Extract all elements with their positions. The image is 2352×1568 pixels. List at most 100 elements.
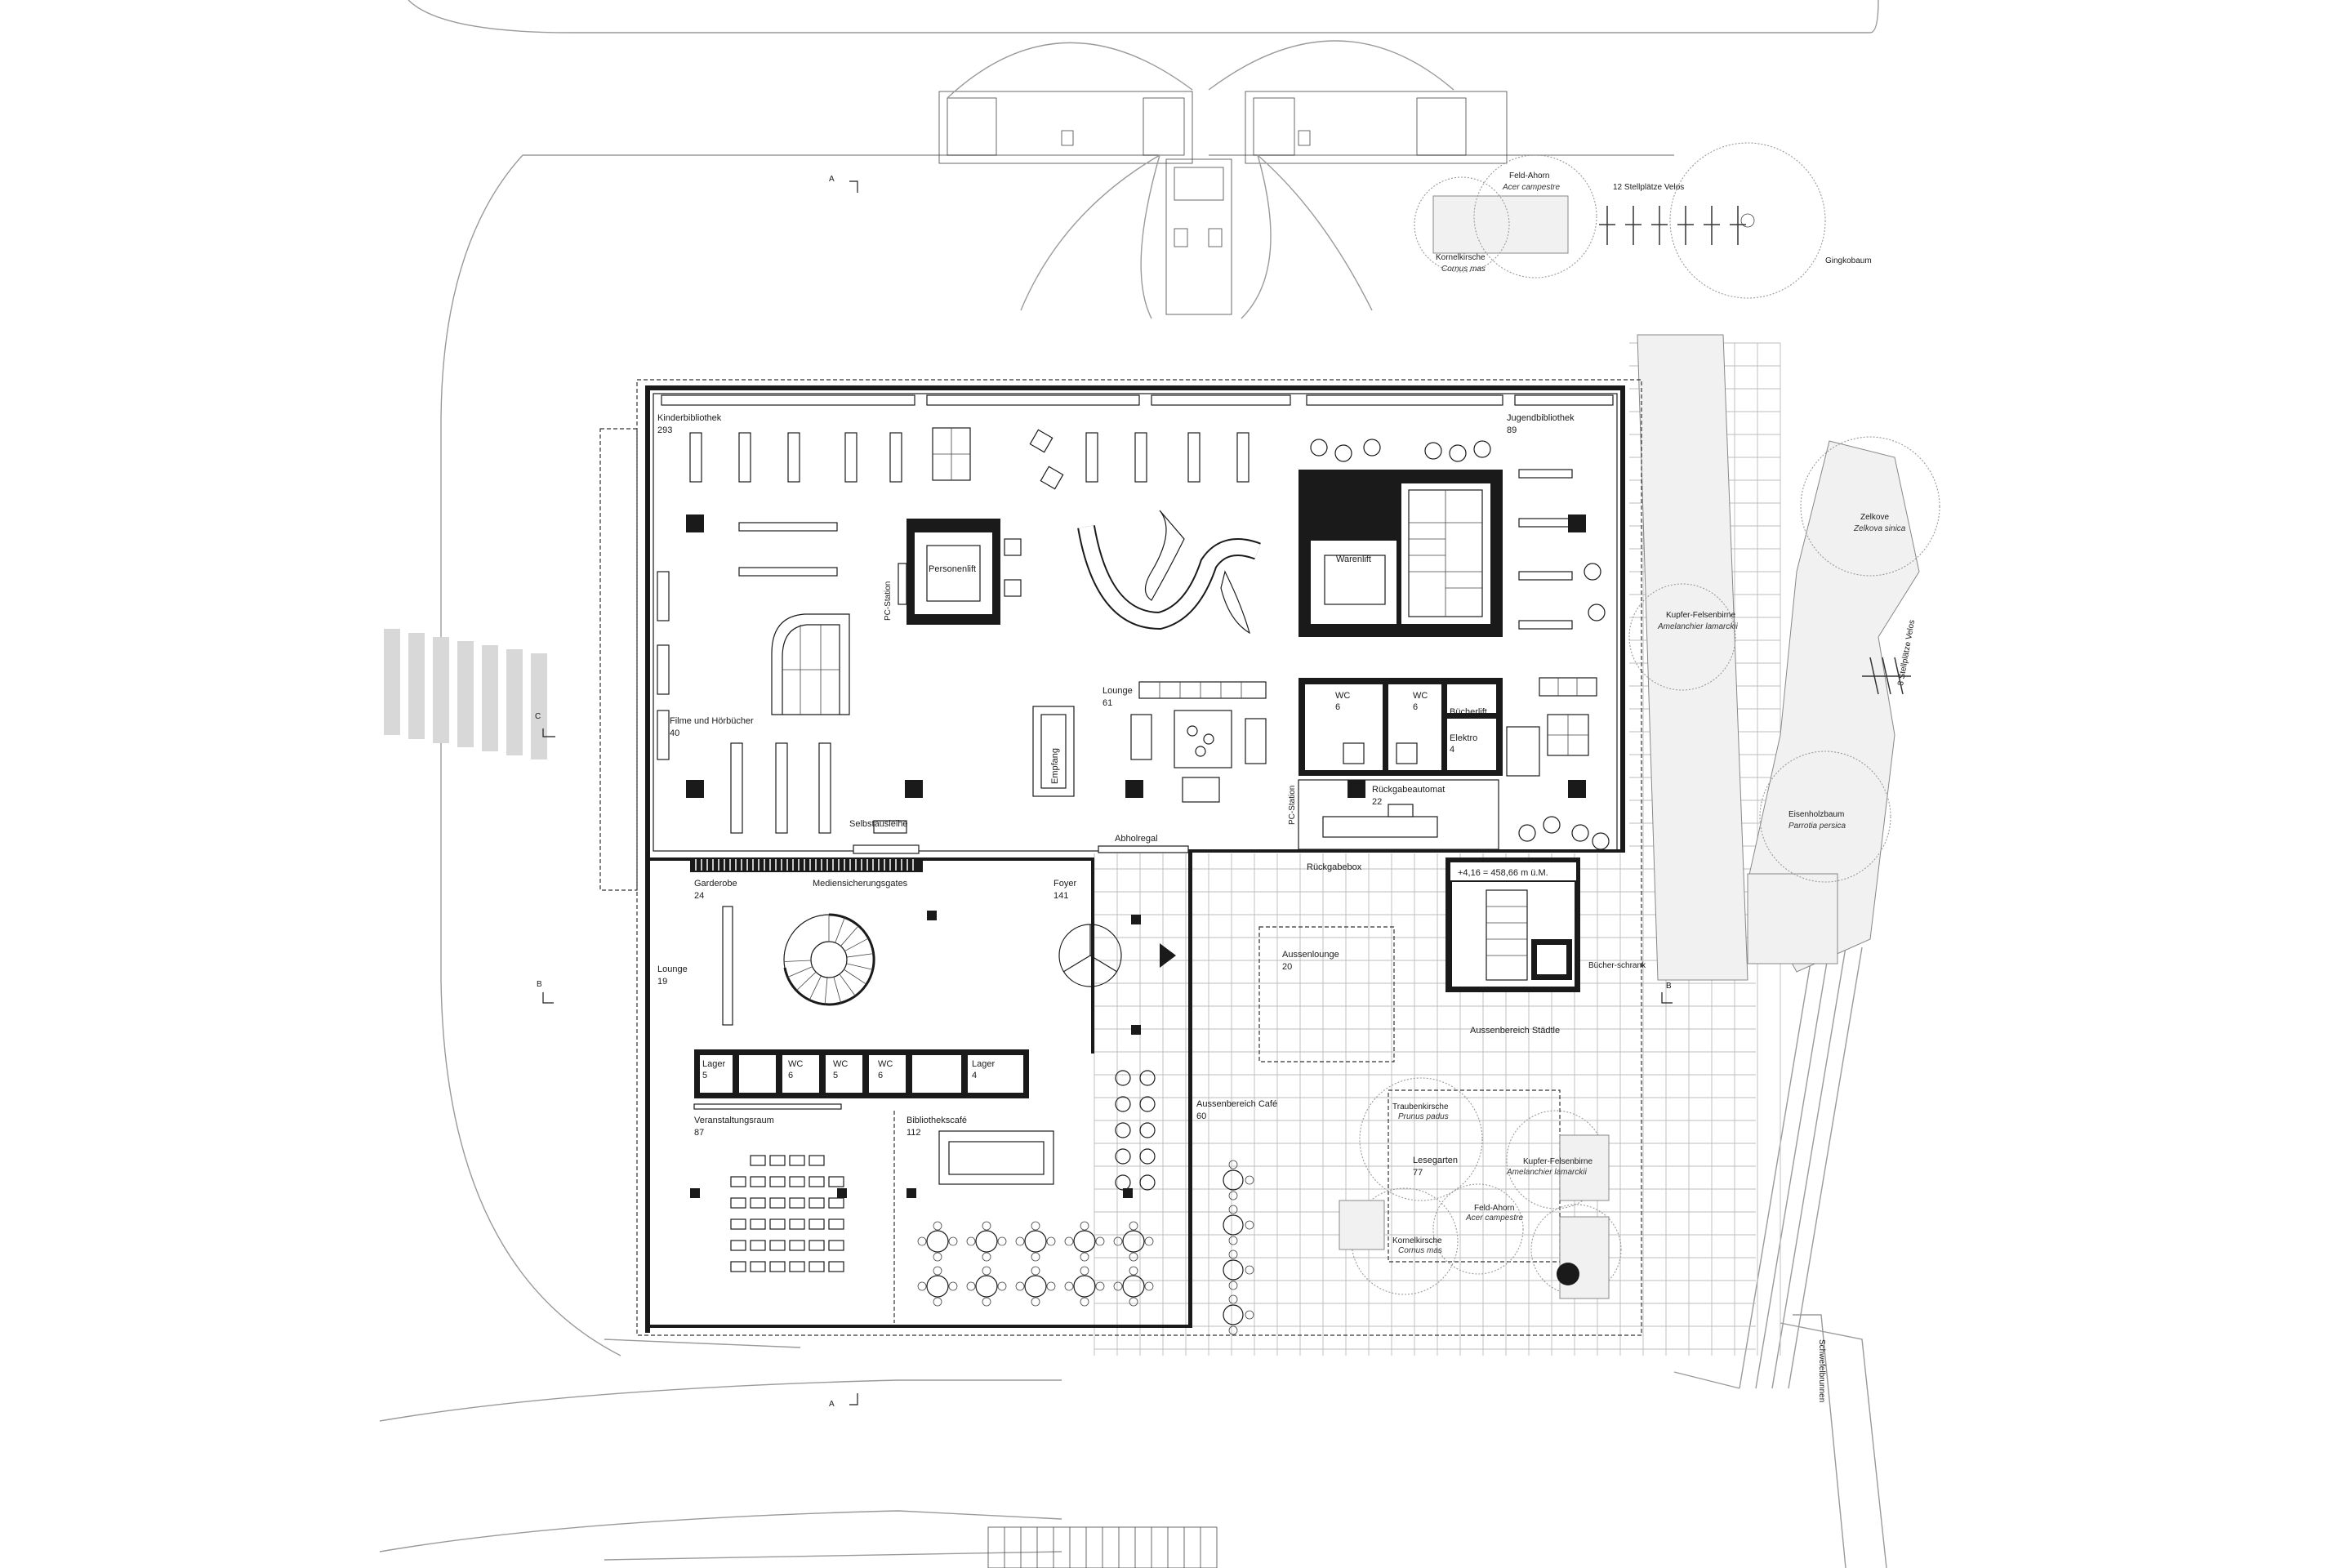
room-label: Warenlift — [1336, 555, 1371, 564]
room-label: Aussenlounge — [1282, 950, 1339, 960]
tree-latin: Parrotia persica — [1788, 822, 1846, 831]
bottom-stairs — [987, 1526, 1218, 1568]
columns — [686, 514, 1586, 798]
room-label: WC — [833, 1059, 848, 1069]
tree-label: Kupfer-Felsenbirne — [1523, 1157, 1592, 1166]
bike-racks-top — [1599, 206, 1746, 245]
revolving-door — [1058, 924, 1122, 987]
room-number: 293 — [657, 425, 672, 435]
room-label: Elektro — [1450, 733, 1477, 743]
lesegarten: Lesegarten 77 Traubenkirsche Prunus padu… — [1339, 1077, 1622, 1299]
room-number: 89 — [1507, 425, 1517, 435]
room-label: Kinderbibliothek — [657, 413, 722, 423]
room-number: 77 — [1413, 1168, 1423, 1178]
wc-block: WC 6 WC 6 Bücherlift Elektro 4 — [1298, 678, 1503, 776]
room-label: WC — [1335, 691, 1350, 701]
room-number: 6 — [788, 1071, 793, 1080]
room-label: Personenlift — [929, 564, 976, 574]
room-number: 61 — [1102, 698, 1112, 708]
bus-left — [938, 91, 1193, 164]
landscape-right: Zelkove Zelkova sinica Kupfer-Felsenbirn… — [1628, 334, 1940, 981]
landscape-top: Feld-Ahorn Acer campestre Kornelkirsche … — [1414, 142, 1872, 299]
paving-grid — [1094, 342, 1781, 1356]
personenlift-core: Personenlift — [906, 519, 1000, 625]
room-label: WC — [1413, 691, 1428, 701]
room-label: Foyer — [1054, 879, 1076, 889]
room-label: WC — [878, 1059, 893, 1069]
room-label: WC — [788, 1059, 803, 1069]
room-number: 6 — [1335, 702, 1340, 712]
room-number: 4 — [972, 1071, 977, 1080]
room-number: 19 — [657, 977, 667, 987]
room-label: Rückgabebox — [1307, 862, 1362, 872]
room-label: Lager — [972, 1059, 995, 1069]
warenlift-core: Warenlift — [1298, 470, 1503, 637]
room-number: 20 — [1282, 962, 1292, 972]
tree-latin: Zelkova sinica — [1853, 524, 1906, 533]
tree-label: Kornelkirsche — [1436, 253, 1486, 262]
tables-top — [873, 427, 1064, 834]
room-number: 87 — [694, 1128, 704, 1138]
tree-latin: Amelanchier lamarckii — [1657, 622, 1739, 631]
room-number: 22 — [1372, 797, 1382, 807]
room-number: 60 — [1196, 1111, 1206, 1121]
spiral-staircase — [783, 913, 875, 1006]
zebra-crossing — [384, 629, 547, 760]
room-number: 112 — [906, 1128, 921, 1138]
room-label: Jugendbibliothek — [1507, 413, 1575, 423]
tree-label: Zelkove — [1860, 513, 1889, 522]
section-mark-a: A — [829, 1400, 835, 1409]
room-label: Garderobe — [694, 879, 737, 889]
room-label: Lounge — [1102, 686, 1133, 696]
stair-kids — [771, 613, 850, 715]
bibliothekscafe: Bibliothekscafé 112 — [906, 1070, 1156, 1307]
room-label: Filme und Hörbücher — [670, 716, 754, 726]
area-label: Aussenbereich Städtle — [1470, 1026, 1560, 1036]
level-marker: +4,16 = 458,66 m ü.M. — [1458, 868, 1548, 878]
room-label: Selbstausleihe — [849, 819, 908, 829]
tree-label: Kupfer-Felsenbirne — [1666, 611, 1735, 620]
tree-label: Feld-Ahorn — [1509, 172, 1549, 180]
shelves-kids — [657, 432, 1250, 854]
tree-label: Gingkobaum — [1825, 256, 1872, 265]
room-label: Mediensicherungsgates — [813, 879, 908, 889]
section-mark-c: C — [535, 712, 541, 721]
section-mark-b: B — [1666, 982, 1672, 991]
room-label: Bibliothekscafé — [906, 1116, 967, 1125]
room-number: 4 — [1450, 745, 1454, 755]
shelves-youth — [1518, 469, 1597, 756]
tree-label: Kornelkirsche — [1392, 1236, 1442, 1245]
room-label: Veranstaltungsraum — [694, 1116, 774, 1125]
tree-latin: Cornus mas — [1398, 1246, 1442, 1255]
gate-ticks — [695, 859, 914, 871]
bike-racks-right — [1862, 657, 1911, 695]
room-number: 40 — [670, 728, 679, 738]
room-label: Abholregal — [1115, 834, 1158, 844]
veranstaltungsraum: Veranstaltungsraum 87 — [690, 1103, 847, 1272]
tree-latin: Prunus padus — [1398, 1112, 1449, 1121]
bus-right — [1245, 91, 1508, 164]
tree-label: Traubenkirsche — [1392, 1102, 1449, 1111]
room-number: 6 — [878, 1071, 883, 1080]
building: Personenlift PC-Station Filme und Hörbüc… — [599, 379, 1646, 1336]
room-label: Lesegarten — [1413, 1156, 1458, 1165]
round-tables-top — [1310, 439, 1610, 850]
section-mark-a: A — [829, 175, 835, 184]
tree-latin: Cornus mas — [1441, 265, 1486, 274]
tree-latin: Amelanchier lamarckii — [1506, 1168, 1588, 1177]
room-number: 5 — [702, 1071, 707, 1080]
tree-label: Feld-Ahorn — [1474, 1204, 1514, 1213]
room-label: PC-Station — [1288, 786, 1297, 825]
room-number: 141 — [1054, 891, 1068, 901]
street-name: Schwefelbrunnen — [1817, 1339, 1826, 1402]
room-label: PC-Station — [884, 581, 893, 621]
service-strip: Lager 5 WC 6 WC 5 WC 6 Lager 4 — [694, 1049, 1029, 1098]
stair-tower: +4,16 = 458,66 m ü.M. — [1446, 858, 1580, 992]
tree-latin: Acer campestre — [1465, 1214, 1523, 1223]
room-number: 5 — [833, 1071, 838, 1080]
room-label: Lager — [702, 1059, 725, 1069]
area-label: Aussenbereich Café — [1196, 1099, 1277, 1109]
tree-label: Eisenholzbaum — [1788, 810, 1844, 819]
bike-parking-label: 12 Stellplätze Velos — [1613, 183, 1684, 192]
